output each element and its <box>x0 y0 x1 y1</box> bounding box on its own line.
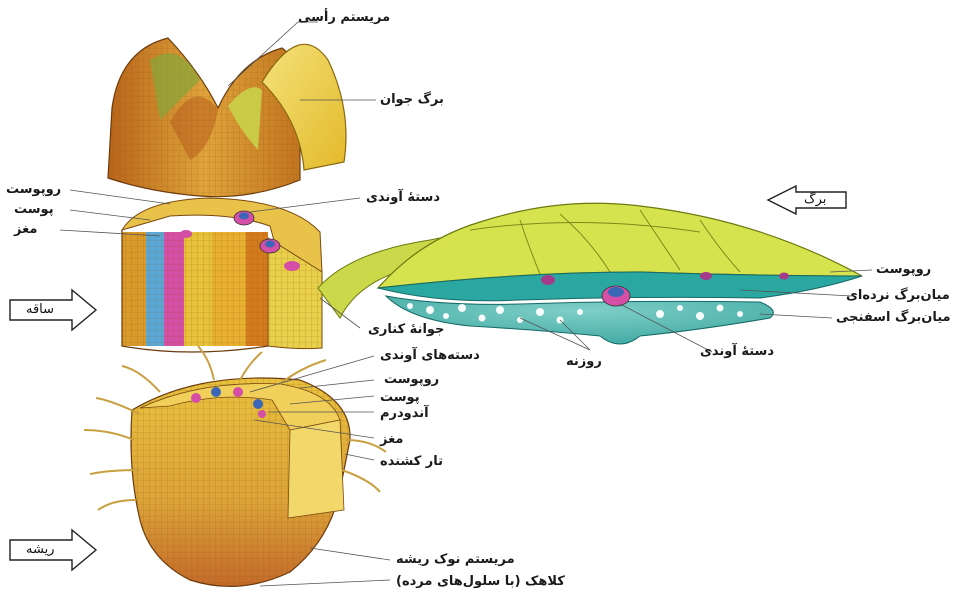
root-section <box>84 346 386 586</box>
label-root-tip-meristem: مریستم نوک ریشه <box>396 552 515 568</box>
label-cortex-stem: پوست <box>14 202 54 218</box>
label-pith-root: مغز <box>380 432 403 448</box>
label-young-leaf: برگ جوان <box>380 92 444 108</box>
label-apical-meristem: مریستم رأسی <box>298 10 390 26</box>
label-stoma: روزنه <box>566 354 602 370</box>
label-pith-stem: مغز <box>14 222 37 238</box>
label-root-hair: تار کشنده <box>380 454 443 470</box>
label-palisade-mesophyll: میان‌برگ نرده‌ای <box>846 288 950 304</box>
label-epidermis-leaf: روپوست <box>876 262 931 278</box>
label-root-cap: کلاهک (با سلول‌های مرده) <box>396 574 565 590</box>
label-vascular-bundle-leaf: دستهٔ آوندی <box>700 344 774 360</box>
shoot-apex <box>108 38 346 197</box>
label-epidermis-root: روپوست <box>384 372 439 388</box>
arrow-stem-label: ساقه <box>26 302 54 317</box>
label-lateral-bud: جوانهٔ کناری <box>368 322 444 338</box>
label-cortex-root: پوست <box>380 390 420 406</box>
arrow-leaf-label: برگ <box>804 192 826 207</box>
label-epidermis-stem: روپوست <box>6 182 61 198</box>
label-endodermis: آندودرم <box>380 406 429 422</box>
arrow-root-label: ریشه <box>26 542 54 557</box>
label-vascular-bundles-root: دسته‌های آوندی <box>380 348 480 364</box>
stem-section <box>122 198 322 352</box>
label-vascular-bundle-stem: دستهٔ آوندی <box>366 190 440 206</box>
label-spongy-mesophyll: میان‌برگ اسفنجی <box>836 310 951 326</box>
